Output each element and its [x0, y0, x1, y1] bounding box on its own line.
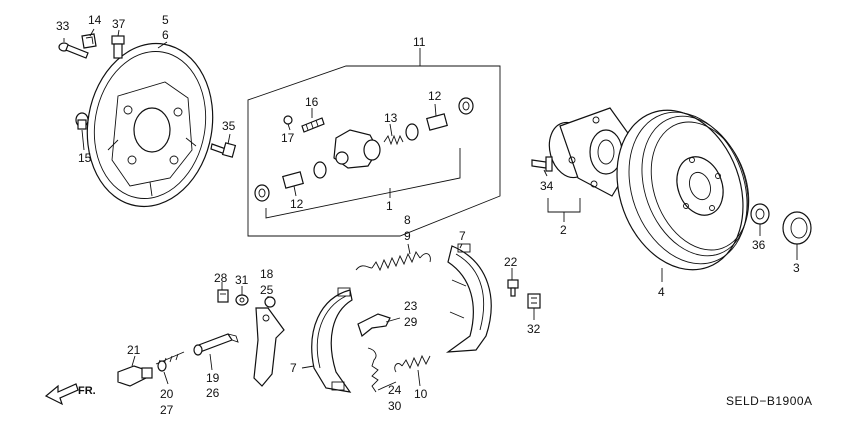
cap-17: [283, 115, 293, 125]
callout-36: 36: [752, 238, 766, 252]
callout-30: 30: [388, 399, 402, 413]
callout-11: 11: [413, 35, 426, 49]
callout-31: 31: [235, 273, 249, 287]
brake-shoe-right: [445, 243, 492, 353]
adjuster-socket-21: [117, 365, 153, 387]
adjuster-screw-20: [155, 351, 185, 372]
callout-4: 4: [658, 285, 665, 299]
callout-12-left: 12: [290, 197, 304, 211]
pin-28: [217, 289, 229, 303]
hub-cap-3: [782, 211, 812, 245]
callout-28: 28: [214, 271, 228, 285]
callout-34: 34: [540, 179, 554, 193]
hub-bolt-34: [531, 156, 553, 172]
washer-31: [235, 294, 249, 306]
callout-32: 32: [527, 322, 541, 336]
callout-6: 6: [162, 28, 169, 42]
callout-24: 24: [388, 383, 402, 397]
piston-cup-12-right: [405, 97, 474, 141]
brake-shoe-left: [311, 287, 353, 393]
callout-13: 13: [384, 111, 398, 125]
bolt-35: [210, 142, 237, 158]
callout-1: 1: [386, 199, 393, 213]
callout-3: 3: [793, 261, 800, 275]
callout-20: 20: [160, 387, 174, 401]
callout-29: 29: [404, 315, 418, 329]
plug-15: [75, 112, 89, 130]
bleeder-screw-16: [301, 117, 325, 133]
bolt-37: [111, 35, 125, 59]
brake-drum: [616, 109, 750, 282]
callout-9: 9: [404, 229, 411, 243]
clip-14: [81, 33, 97, 49]
wheel-cylinder-body: [333, 129, 381, 169]
adjuster-lever-23: [357, 313, 391, 338]
adjuster-rod-19: [193, 333, 239, 356]
callout-15: 15: [78, 151, 92, 165]
callout-labels: 33 14 37 5 6 15 35 11 16 17 13 12 12 1 3…: [56, 13, 800, 417]
front-direction-arrow: [44, 383, 79, 406]
callout-5: 5: [162, 13, 169, 27]
bolt-33: [58, 42, 89, 59]
callout-16: 16: [305, 95, 319, 109]
callout-23: 23: [404, 299, 418, 313]
callout-12-right: 12: [428, 89, 442, 103]
callout-8: 8: [404, 213, 411, 227]
spring-24: [367, 347, 379, 393]
callout-22: 22: [504, 255, 518, 269]
callout-37: 37: [112, 17, 126, 31]
retainer-32: [527, 293, 541, 309]
callout-25: 25: [260, 283, 274, 297]
callout-17: 17: [281, 131, 295, 145]
fr-label: FR.: [78, 385, 96, 397]
callout-leaders: [63, 28, 798, 391]
callout-27: 27: [160, 403, 174, 417]
return-spring-9: [355, 251, 431, 272]
pin-22: [507, 279, 519, 297]
piston-cup-12-left: [254, 161, 327, 202]
backing-plate: [86, 42, 214, 208]
diagram-code: SELD−B1900A: [726, 394, 813, 408]
callout-7-right: 7: [459, 229, 466, 243]
wheel-cylinder-group-box: [247, 48, 501, 237]
callout-26: 26: [206, 386, 220, 400]
hub-leaders: [547, 198, 581, 222]
spring-10: [394, 354, 431, 373]
callout-7-left: 7: [290, 361, 297, 375]
callout-33: 33: [56, 19, 70, 33]
spring-13: [383, 134, 404, 146]
callout-14: 14: [88, 13, 102, 27]
callout-35: 35: [222, 119, 236, 133]
nut-36: [750, 203, 770, 225]
parking-brake-lever: [253, 296, 285, 387]
callout-21: 21: [127, 343, 141, 357]
callout-18: 18: [260, 267, 274, 281]
callout-10: 10: [414, 387, 428, 401]
callout-2: 2: [560, 223, 567, 237]
callout-19: 19: [206, 371, 220, 385]
cylinder-leaders: [265, 148, 461, 219]
